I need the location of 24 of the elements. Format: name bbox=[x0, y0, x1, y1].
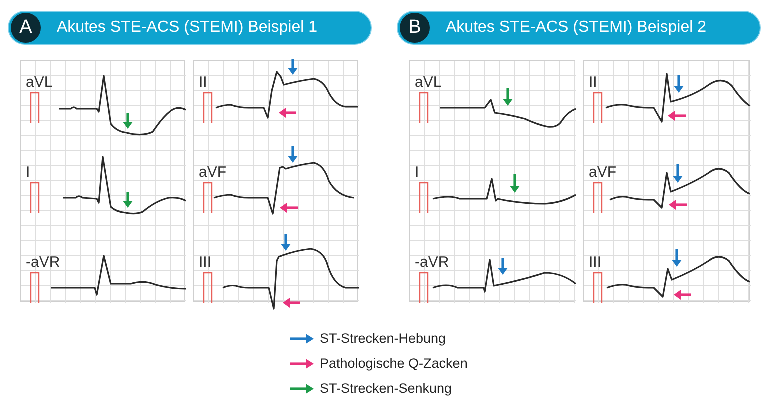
lead-label: -aVR bbox=[415, 254, 450, 272]
legend-label: ST-Strecken-Hebung bbox=[320, 330, 446, 348]
lead-label: aVL bbox=[26, 74, 53, 92]
letter-badge: A bbox=[11, 13, 41, 43]
lead-label: I bbox=[26, 164, 30, 182]
lead-label: III bbox=[589, 254, 602, 272]
lead-label: aVF bbox=[589, 164, 617, 182]
ecg-panel bbox=[583, 60, 750, 302]
lead-label: -aVR bbox=[26, 254, 60, 272]
banner-title: Akutes STE-ACS (STEMI) Beispiel 2 bbox=[446, 18, 707, 38]
legend-label: ST-Strecken-Senkung bbox=[320, 380, 452, 398]
title-banner bbox=[8, 11, 372, 45]
ecg-panel bbox=[409, 60, 575, 302]
lead-label: II bbox=[199, 74, 208, 92]
ecg-panel bbox=[20, 60, 185, 302]
title-banner bbox=[397, 11, 761, 45]
lead-label: aVF bbox=[199, 164, 227, 182]
lead-label: III bbox=[199, 254, 212, 272]
lead-label: I bbox=[415, 164, 420, 182]
lead-label: II bbox=[589, 74, 598, 92]
banner-title: Akutes STE-ACS (STEMI) Beispiel 1 bbox=[57, 18, 318, 38]
letter-badge: B bbox=[400, 13, 430, 43]
lead-label: aVL bbox=[415, 74, 442, 92]
legend-label: Pathologische Q-Zacken bbox=[320, 354, 468, 373]
